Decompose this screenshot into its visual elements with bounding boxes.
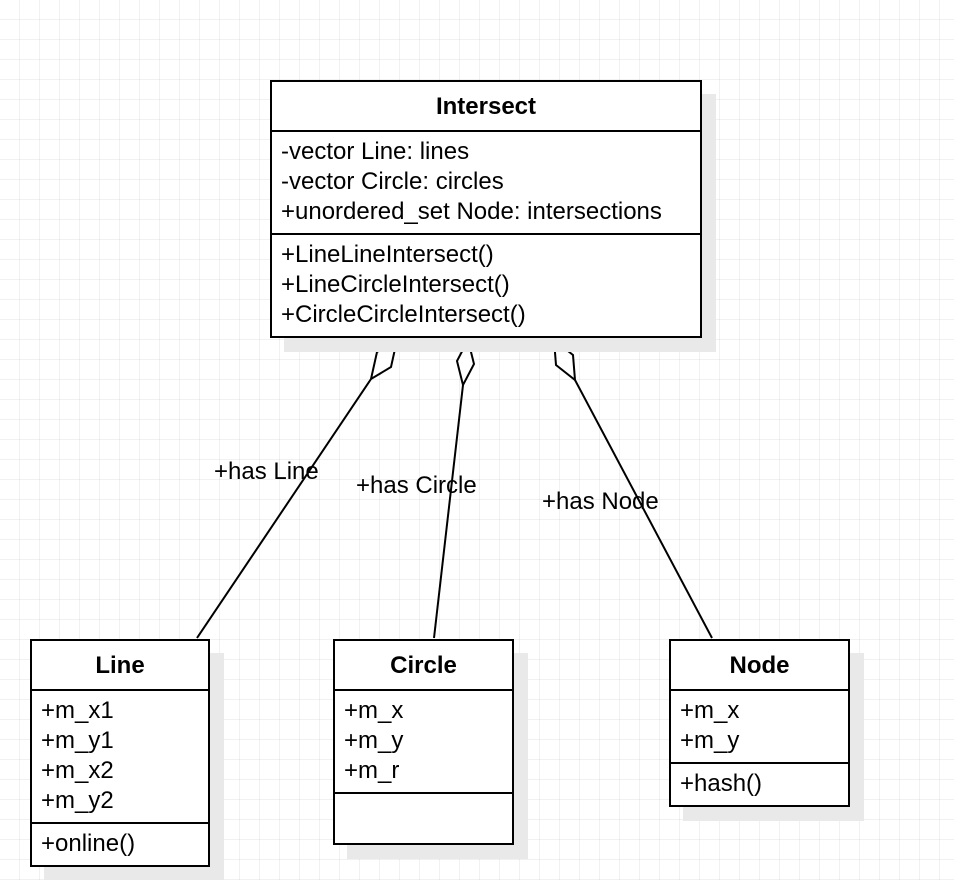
class-node-attributes: +m_x +m_y: [671, 691, 848, 764]
class-intersect-attributes: -vector Line: lines -vector Circle: circ…: [272, 132, 700, 235]
class-line-attributes: +m_x1 +m_y1 +m_x2 +m_y2: [32, 691, 208, 824]
class-intersect[interactable]: Intersect -vector Line: lines -vector Ci…: [270, 80, 702, 338]
class-circle-methods: [335, 794, 512, 805]
attribute-m-x1: +m_x1: [41, 697, 114, 724]
aggregation-diamond-node: [552, 337, 577, 383]
attribute-m-x2: +m_x2: [41, 757, 114, 784]
class-intersect-name: Intersect: [272, 82, 700, 132]
attribute-m-x: +m_x: [344, 697, 404, 724]
method-circle-circle-intersect: +CircleCircleIntersect(): [281, 301, 526, 328]
aggregation-diamond-circle: [455, 337, 476, 388]
attribute-circles: -vector Circle: circles: [281, 168, 504, 195]
edge-label-has-circle: +has Circle: [356, 472, 477, 499]
attribute-m-x: +m_x: [680, 697, 740, 724]
attribute-m-y: +m_y: [344, 727, 404, 754]
class-line-name: Line: [32, 641, 208, 691]
method-line-line-intersect: +LineLineIntersect(): [281, 241, 494, 268]
attribute-m-y1: +m_y1: [41, 727, 114, 754]
method-online: +online(): [41, 830, 136, 857]
edge-label-has-node: +has Node: [542, 488, 659, 515]
aggregation-node-connector: [552, 337, 713, 639]
class-line[interactable]: Line +m_x1 +m_y1 +m_x2 +m_y2 +online(): [30, 639, 210, 867]
attribute-m-y2: +m_y2: [41, 787, 114, 814]
class-node-name: Node: [671, 641, 848, 691]
edge-label-has-line: +has Line: [214, 458, 319, 485]
attribute-m-r: +m_r: [344, 757, 400, 784]
class-node-methods: +hash(): [671, 764, 848, 805]
class-circle[interactable]: Circle +m_x +m_y +m_r: [333, 639, 514, 845]
aggregation-line-connector: [196, 337, 399, 639]
method-hash: +hash(): [680, 770, 763, 797]
class-circle-attributes: +m_x +m_y +m_r: [335, 691, 512, 794]
class-intersect-methods: +LineLineIntersect() +LineCircleIntersec…: [272, 235, 700, 336]
class-node[interactable]: Node +m_x +m_y +hash(): [669, 639, 850, 807]
class-circle-name: Circle: [335, 641, 512, 691]
aggregation-circle-connector: [433, 337, 476, 639]
aggregation-diamond-line: [369, 337, 399, 382]
class-line-methods: +online(): [32, 824, 208, 865]
attribute-intersections: +unordered_set Node: intersections: [281, 198, 662, 225]
attribute-lines: -vector Line: lines: [281, 138, 470, 165]
method-line-circle-intersect: +LineCircleIntersect(): [281, 271, 510, 298]
attribute-m-y: +m_y: [680, 727, 740, 754]
